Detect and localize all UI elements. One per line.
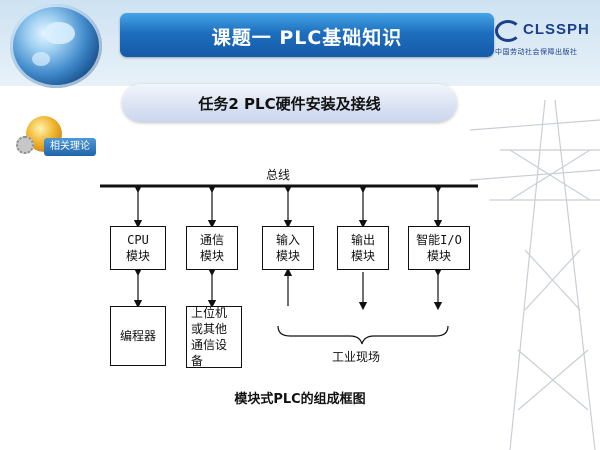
transmission-tower-icon (470, 99, 600, 450)
cpu-module-box: CPU 模块 (110, 226, 166, 270)
field-brace (277, 325, 449, 345)
host-line3: 通信设 (191, 338, 228, 352)
diagram-caption: 模块式PLC的组成框图 (234, 392, 366, 407)
host-line1: 上位机 (191, 306, 228, 320)
output-module-box: 输出 模块 (337, 226, 389, 270)
logo-text: CLSSPH (523, 21, 590, 38)
host-line2: 或其他 (191, 322, 228, 336)
globe-icon (10, 4, 102, 88)
logo-subtext: 中国劳动社会保障出版社 (495, 48, 578, 56)
slide-title: 课题一 PLC基础知识 (211, 27, 403, 49)
cpu-module-line1: CPU (127, 233, 149, 247)
gear-icon (16, 136, 34, 154)
bus-label: 总线 (266, 168, 291, 182)
task-title: 任务2 PLC硬件安装及接线 (198, 95, 381, 113)
industrial-field-label: 工业现场 (332, 350, 381, 364)
input-module-box: 输入 模块 (262, 226, 314, 270)
related-theory-tag: 相关理论 (16, 114, 126, 166)
programmer-box: 编程器 (110, 306, 166, 366)
input-module-line2: 模块 (275, 249, 300, 263)
input-module-line1: 输入 (275, 233, 300, 247)
plc-block-diagram: 总线 CPU 模块 通信 模块 输入 模块 输出 模块 智能I/O 模块 编程器 (100, 164, 478, 374)
logo-swoosh-icon (495, 20, 521, 42)
globe-landmass (45, 22, 75, 44)
output-module-line1: 输出 (350, 233, 375, 247)
cpu-module-line2: 模块 (125, 249, 150, 263)
smart-io-module-line2: 模块 (426, 249, 451, 263)
programmer-label: 编程器 (119, 329, 156, 343)
comm-module-line2: 模块 (199, 249, 224, 263)
output-module-line2: 模块 (350, 249, 375, 263)
task-heading: 任务2 PLC硬件安装及接线 (122, 84, 457, 122)
diagram-lines (100, 184, 478, 345)
comm-module-line1: 通信 (199, 233, 224, 247)
smart-io-module-box: 智能I/O 模块 (408, 226, 470, 270)
host-line4: 备 (191, 354, 204, 368)
comm-module-box: 通信 模块 (186, 226, 238, 270)
related-theory-label: 相关理论 (44, 138, 96, 156)
host-computer-box: 上位机 或其他 通信设 备 (186, 306, 242, 368)
globe-landmass-small (32, 52, 50, 66)
slide-title-bar: 课题一 PLC基础知识 (120, 13, 494, 57)
smart-io-module-line1: 智能I/O (416, 233, 462, 247)
publisher-logo: CLSSPH 中国劳动社会保障出版社 (495, 18, 595, 64)
